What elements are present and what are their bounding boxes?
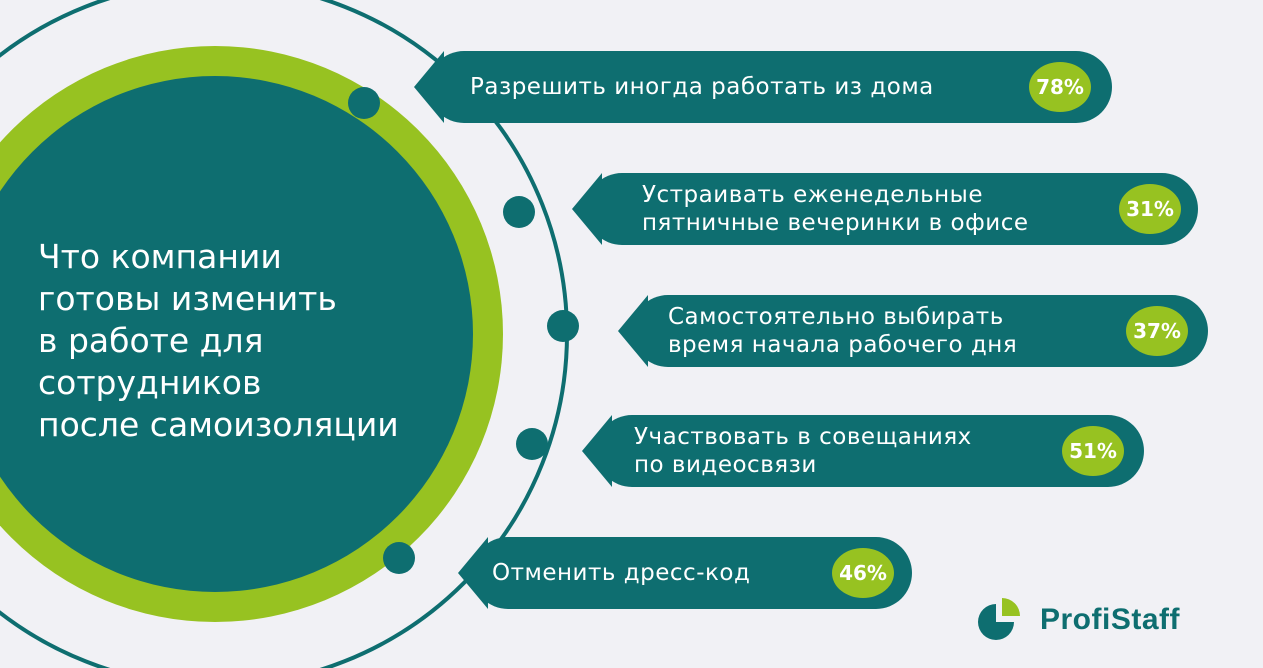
profistaff-logo: ProfiStaff: [972, 598, 1180, 642]
connector-dot-3: [547, 310, 579, 342]
percent-badge: 51%: [1062, 426, 1124, 476]
item-pill-1: Разрешить иногда работать из дома 78%: [414, 51, 1112, 123]
title-line: Что компании: [38, 237, 282, 276]
item-label-line: по видеосвязи: [634, 452, 817, 478]
inner-disc: [0, 76, 473, 592]
item-label: Самостоятельно выбирать время начала раб…: [668, 295, 1017, 367]
item-label-line: Отменить дресс-код: [492, 560, 751, 586]
logo-text: ProfiStaff: [1040, 603, 1180, 636]
percent-badge: 31%: [1119, 184, 1181, 234]
pill-pointer: [618, 295, 648, 367]
item-pill-3: Самостоятельно выбирать время начала раб…: [618, 295, 1208, 367]
item-label: Устраивать еженедельные пятничные вечери…: [642, 173, 1029, 245]
pill-pointer: [414, 51, 444, 123]
item-label-line: Разрешить иногда работать из дома: [470, 74, 934, 100]
title-line: готовы изменить: [38, 279, 337, 318]
connector-dot-1: [348, 87, 380, 119]
item-pill-2: Устраивать еженедельные пятничные вечери…: [572, 173, 1198, 245]
title-line: в работе для: [38, 321, 264, 360]
item-label-line: Участвовать в совещаниях: [634, 424, 972, 450]
item-label-line: Устраивать еженедельные: [642, 182, 983, 208]
item-pill-4: Участвовать в совещаниях по видеосвязи 5…: [582, 415, 1144, 487]
percent-badge: 37%: [1126, 306, 1188, 356]
pill-pointer: [572, 173, 602, 245]
item-label-line: Самостоятельно выбирать: [668, 304, 1004, 330]
connector-dot-2: [503, 196, 535, 228]
title-line: после самоизоляции: [38, 405, 399, 444]
item-label-line: время начала рабочего дня: [668, 332, 1018, 358]
main-title: Что компании готовы изменить в работе дл…: [38, 236, 458, 446]
pill-pointer: [582, 415, 612, 487]
percent-badge: 78%: [1029, 62, 1091, 112]
title-line: сотрудников: [38, 363, 262, 402]
connector-dot-5: [383, 542, 415, 574]
percent-badge: 46%: [832, 548, 894, 598]
item-label: Разрешить иногда работать из дома: [470, 51, 934, 123]
pill-pointer: [458, 537, 488, 609]
connector-dot-4: [516, 428, 548, 460]
item-label-line: пятничные вечеринки в офисе: [642, 210, 1029, 236]
logo-mark-icon: [978, 598, 1020, 640]
item-label: Участвовать в совещаниях по видеосвязи: [634, 415, 972, 487]
item-label: Отменить дресс-код: [492, 537, 750, 609]
item-pill-5: Отменить дресс-код 46%: [458, 537, 912, 609]
